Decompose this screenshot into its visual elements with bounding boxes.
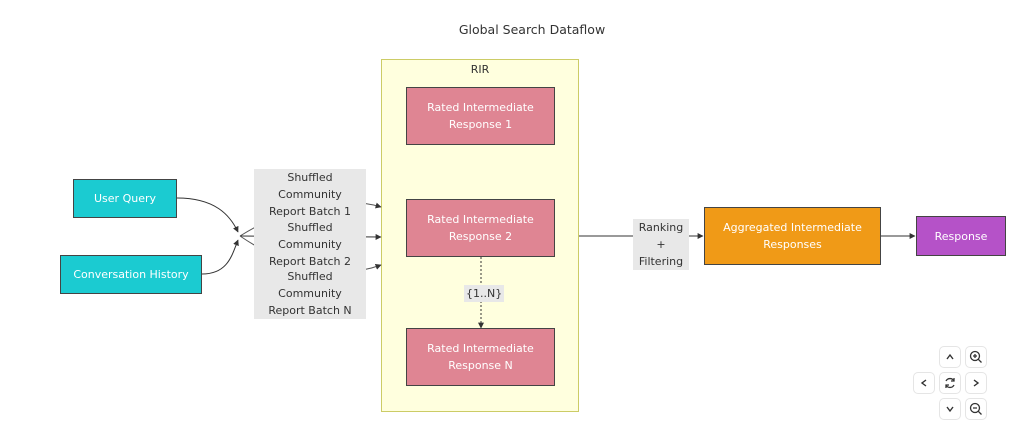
node-label: Response [934,229,988,243]
pan-down-button[interactable] [939,398,961,420]
edge-label-ranking: Ranking + Filtering [633,219,689,270]
node-response[interactable]: Response [916,216,1006,256]
edge-label-line: Ranking + [638,221,684,251]
chevron-up-icon [946,353,954,360]
edge-label-batch-n: Shuffled Community Report Batch N [254,268,366,319]
edge-history-merge [201,239,239,275]
pan-right-button[interactable] [965,372,987,394]
node-rated-response-n[interactable]: Rated Intermediate Response N [406,328,555,386]
chevron-left-icon [920,379,927,387]
node-user-query[interactable]: User Query [73,179,177,218]
subgraph-label: RIR [470,63,490,76]
zoom-in-button[interactable] [965,346,987,368]
reset-view-button[interactable] [939,372,961,394]
node-aggregated-responses[interactable]: Aggregated Intermediate Responses [704,207,881,265]
edge-label-range: {1..N} [464,285,505,302]
node-label-line: Rated Intermediate [427,342,534,355]
edge-label-line: Report Batch 2 [268,255,352,268]
node-label-line: Rated Intermediate [427,101,534,114]
edge-label-line: Report Batch N [268,304,352,317]
pan-left-button[interactable] [913,372,935,394]
edge-label-line: Shuffled Community [278,171,342,201]
refresh-icon [945,377,955,389]
node-conversation-history[interactable]: Conversation History [60,255,202,294]
node-label-line: Aggregated Intermediate [723,221,862,234]
edge-label-line: Report Batch 1 [268,205,352,218]
chevron-down-icon [946,406,954,413]
diagram-title: Global Search Dataflow [458,22,606,37]
edge-label-line: Shuffled Community [278,270,342,300]
node-label: Conversation History [73,268,189,281]
edge-label-batch-1: Shuffled Community Report Batch 1 [254,169,366,220]
zoom-out-icon [969,402,982,415]
pan-up-button[interactable] [939,346,961,368]
zoom-out-button[interactable] [965,398,987,420]
edge-label-line: Filtering [638,255,684,268]
node-label: User Query [94,192,156,205]
zoom-in-icon [969,350,982,363]
node-label-line: Response 2 [448,230,513,243]
edge-label-batch-2: Shuffled Community Report Batch 2 [254,219,366,270]
node-label-line: Response N [448,359,513,372]
chevron-right-icon [973,379,980,387]
node-label-line: Responses [763,238,822,251]
node-rated-response-1[interactable]: Rated Intermediate Response 1 [406,87,555,145]
edge-label-line: Shuffled Community [278,221,342,251]
node-rated-response-2[interactable]: Rated Intermediate Response 2 [406,199,555,257]
node-label-line: Response 1 [448,118,513,131]
edge-userquery-merge [176,197,239,233]
node-label-line: Rated Intermediate [427,213,534,226]
